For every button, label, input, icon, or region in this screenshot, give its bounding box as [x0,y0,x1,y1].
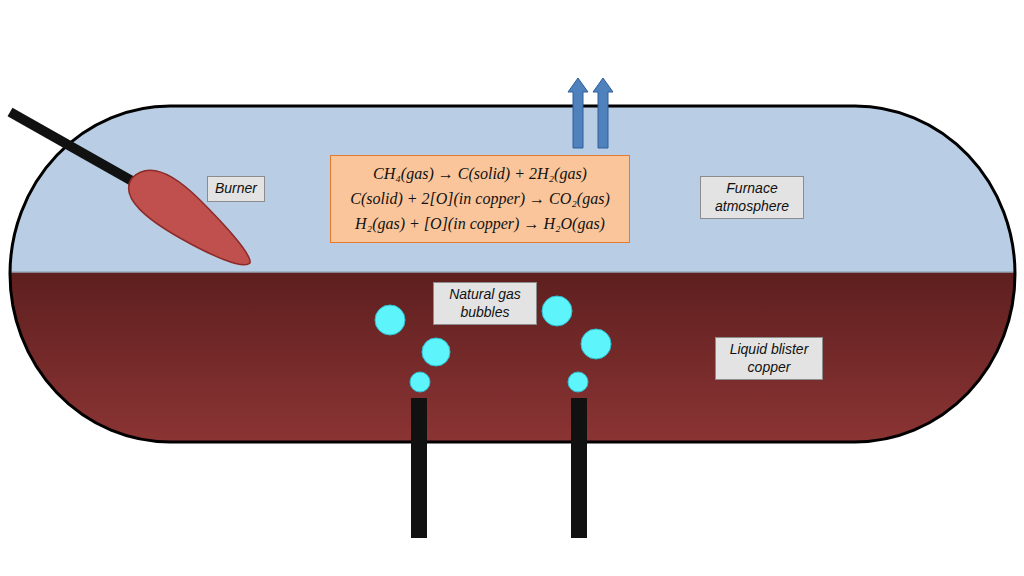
reaction-equation: CH₄(gas) → C(solid) + 2H₂(gas) [341,162,619,187]
label-box: Natural gas bubbles [433,282,537,325]
tuyere-pipe [571,398,587,538]
vessel-contents [0,100,1024,452]
burner-lance [10,112,148,190]
label-text: Liquid blister copper [722,341,816,376]
label-text: Natural gas bubbles [440,286,530,321]
label-text: Burner [214,180,258,198]
reaction-box: CH₄(gas) → C(solid) + 2H₂(gas)C(solid) +… [330,155,630,243]
label-box: Liquid blister copper [715,337,823,380]
offgas-arrows [568,78,613,148]
label-box: Burner [207,176,265,202]
liquid-copper-region [0,272,1024,452]
reaction-equation: H₂(gas) + [O](in copper) → H₂O(gas) [341,212,619,237]
reaction-equation: C(solid) + 2[O](in copper) → CO₂(gas) [341,187,619,212]
label-box: Furnace atmosphere [700,176,804,219]
label-text: Furnace atmosphere [707,180,797,215]
tuyere-pipe [411,398,427,538]
furnace-shell [10,106,1015,442]
melt-surface [10,271,1014,273]
furnace-atmosphere-region [0,100,1024,272]
